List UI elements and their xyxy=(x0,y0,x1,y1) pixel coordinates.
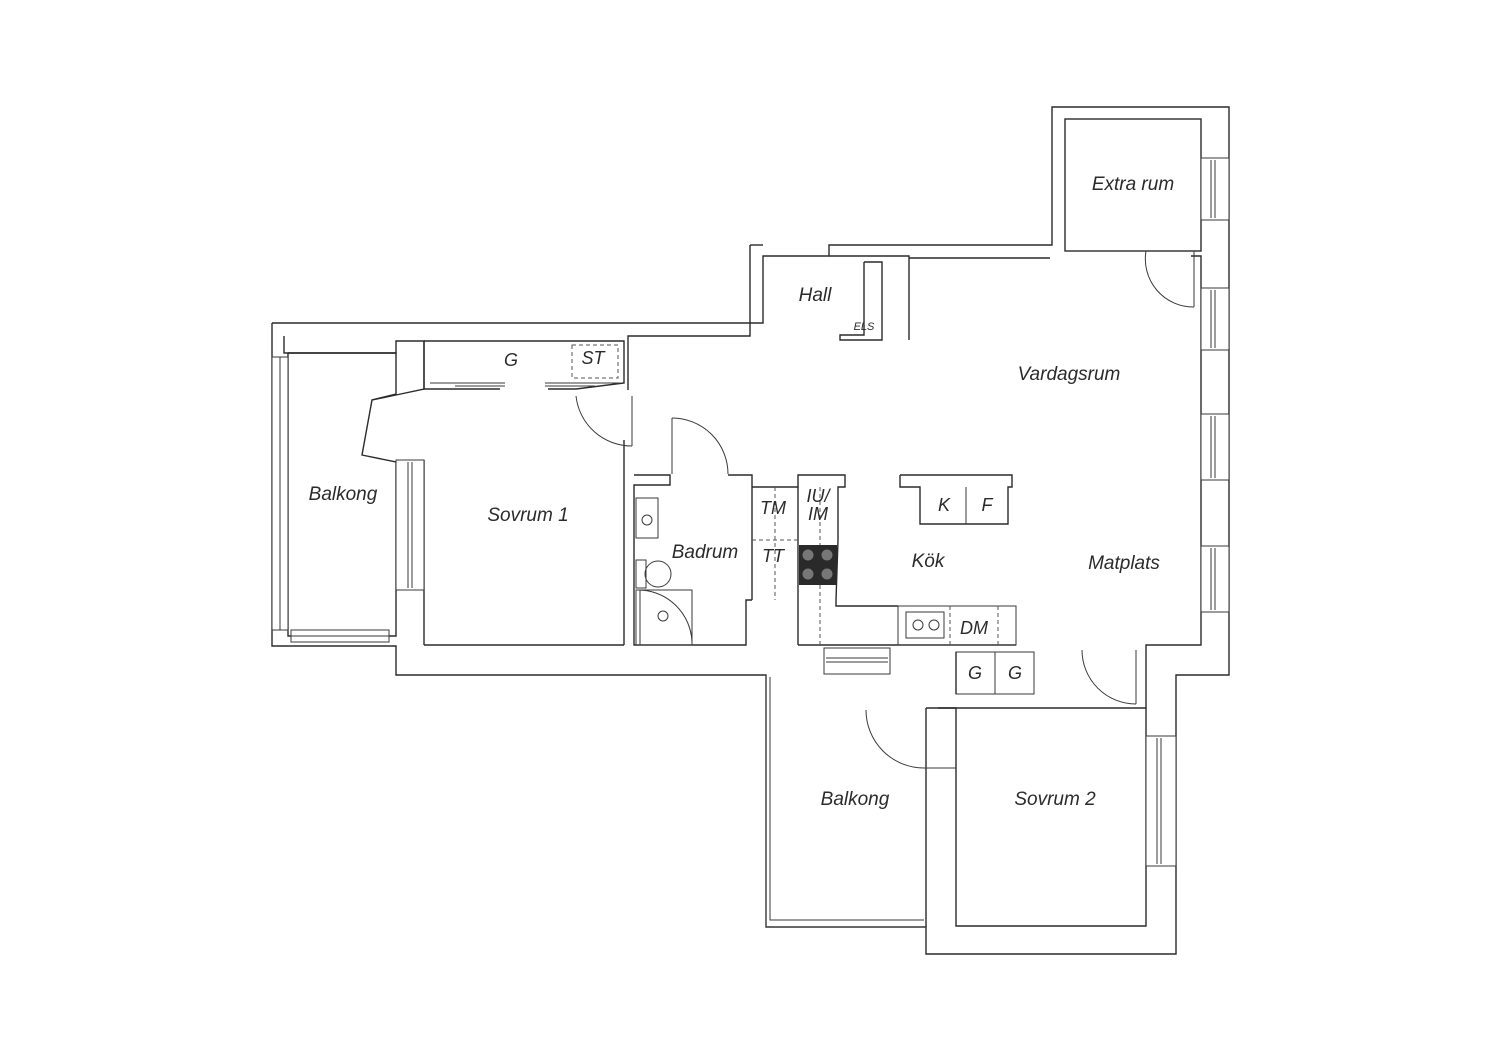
sovrum-2 xyxy=(865,649,1177,927)
label-iu: IU/ xyxy=(806,486,831,506)
balkong-south xyxy=(765,675,926,928)
label-st: ST xyxy=(581,348,606,368)
label-sovrum-1: Sovrum 1 xyxy=(487,505,568,526)
label-matplats: Matplats xyxy=(1088,553,1160,574)
label-im: IM xyxy=(808,504,828,524)
label-tt: TT xyxy=(762,546,786,566)
east-windows xyxy=(1200,157,1230,613)
kitchen-strip xyxy=(752,474,1017,675)
label-g2: G xyxy=(1008,663,1022,683)
label-vardagsrum: Vardagsrum xyxy=(1018,364,1121,385)
label-kok: Kök xyxy=(912,551,946,572)
balkong-west xyxy=(271,352,397,643)
label-g-closet: G xyxy=(504,350,518,370)
label-tm: TM xyxy=(760,498,786,518)
badrum xyxy=(633,417,753,646)
label-els: ELS xyxy=(854,321,875,333)
label-dm: DM xyxy=(960,618,988,638)
room-labels: Extra rum Hall ELS Vardagsrum Balkong So… xyxy=(309,174,1175,810)
label-extra-rum: Extra rum xyxy=(1092,174,1174,195)
label-g1: G xyxy=(968,663,982,683)
label-hall: Hall xyxy=(799,285,833,306)
label-balkong-south: Balkong xyxy=(821,789,890,810)
kf-cabinets xyxy=(899,474,1013,525)
label-badrum: Badrum xyxy=(672,542,739,563)
label-balkong-west: Balkong xyxy=(309,484,378,505)
label-f: F xyxy=(982,495,994,515)
label-k: K xyxy=(938,495,951,515)
sovrum-1 xyxy=(395,340,633,646)
extra-rum-door xyxy=(1144,250,1195,308)
hall xyxy=(839,261,883,341)
label-sovrum-2: Sovrum 2 xyxy=(1014,789,1096,810)
